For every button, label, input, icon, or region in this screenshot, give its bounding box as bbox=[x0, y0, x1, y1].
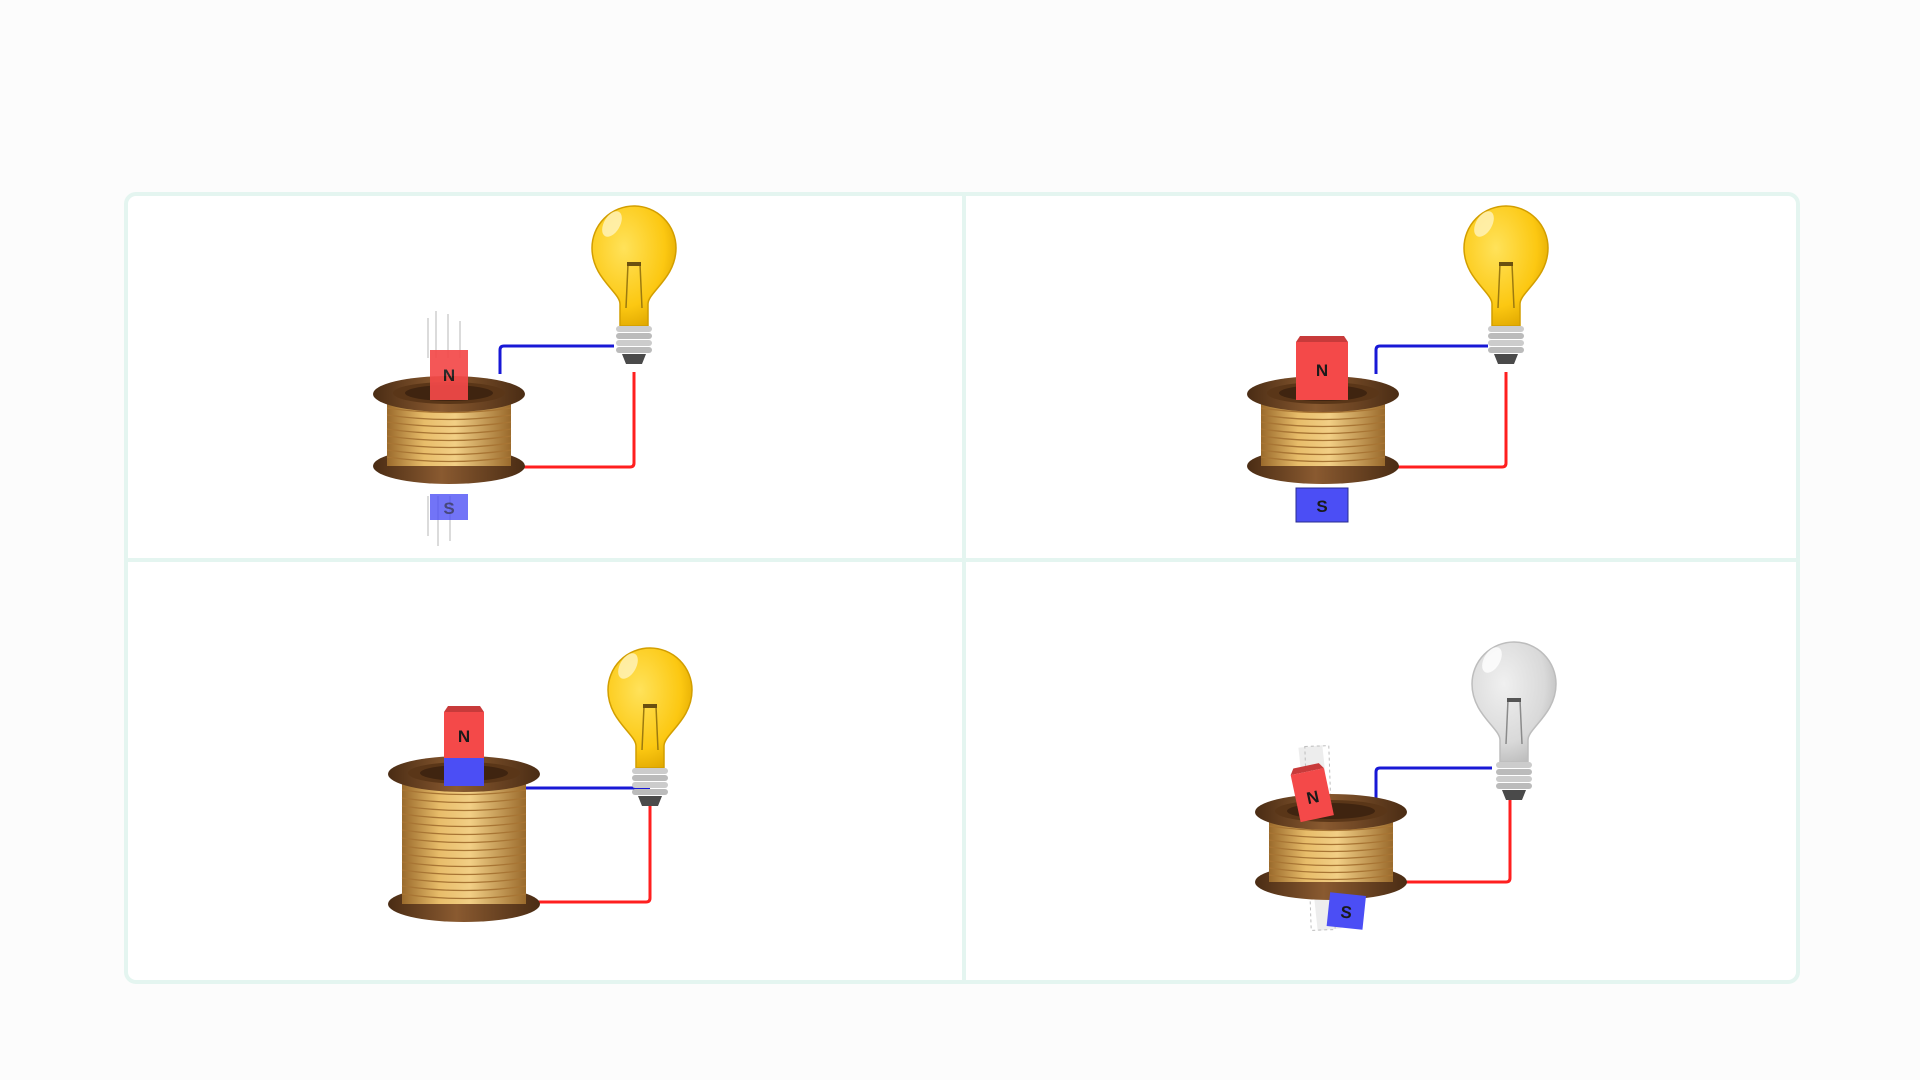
bar-magnet: N S bbox=[1290, 763, 1366, 930]
experiment-board: N S bbox=[124, 192, 1800, 984]
north-pole-label: N bbox=[1316, 361, 1328, 380]
panel-divider-vertical bbox=[962, 196, 966, 980]
negative-wire bbox=[1374, 344, 1488, 374]
panel-magnet-inserted: N S bbox=[966, 196, 1802, 558]
south-pole-label: S bbox=[443, 499, 454, 518]
panel-magnet-resting: N bbox=[128, 562, 964, 924]
light-bulb-lit-icon bbox=[591, 205, 677, 364]
diagram-magnet-resting: N bbox=[388, 647, 693, 922]
negative-wire bbox=[1374, 766, 1492, 798]
panel-magnet-tilted: N S bbox=[966, 562, 1802, 931]
north-pole-label: N bbox=[458, 727, 470, 746]
panel-divider-horizontal bbox=[128, 558, 1796, 562]
bar-magnet: N S bbox=[430, 350, 468, 520]
north-pole-label: N bbox=[1305, 787, 1321, 808]
south-pole-label: S bbox=[1340, 902, 1353, 922]
positive-wire bbox=[510, 800, 652, 904]
bar-magnet: N bbox=[444, 706, 484, 786]
negative-wire bbox=[498, 344, 614, 374]
panel-magnet-moving: N S bbox=[128, 196, 964, 558]
diagram-magnet-moving: N S bbox=[373, 205, 677, 546]
bar-magnet: N S bbox=[1295, 336, 1349, 523]
diagram-magnet-inserted: N S bbox=[1247, 205, 1549, 523]
positive-wire bbox=[494, 372, 636, 469]
light-bulb-lit-icon bbox=[1463, 205, 1549, 364]
positive-wire bbox=[1370, 796, 1512, 884]
north-pole-label: N bbox=[443, 366, 455, 385]
diagram-magnet-tilted: N S bbox=[1255, 641, 1557, 931]
light-bulb-off-icon bbox=[1471, 641, 1557, 800]
positive-wire bbox=[1370, 372, 1508, 469]
light-bulb-lit-icon bbox=[607, 647, 693, 806]
south-pole-label: S bbox=[1316, 497, 1327, 516]
coil bbox=[373, 376, 525, 484]
